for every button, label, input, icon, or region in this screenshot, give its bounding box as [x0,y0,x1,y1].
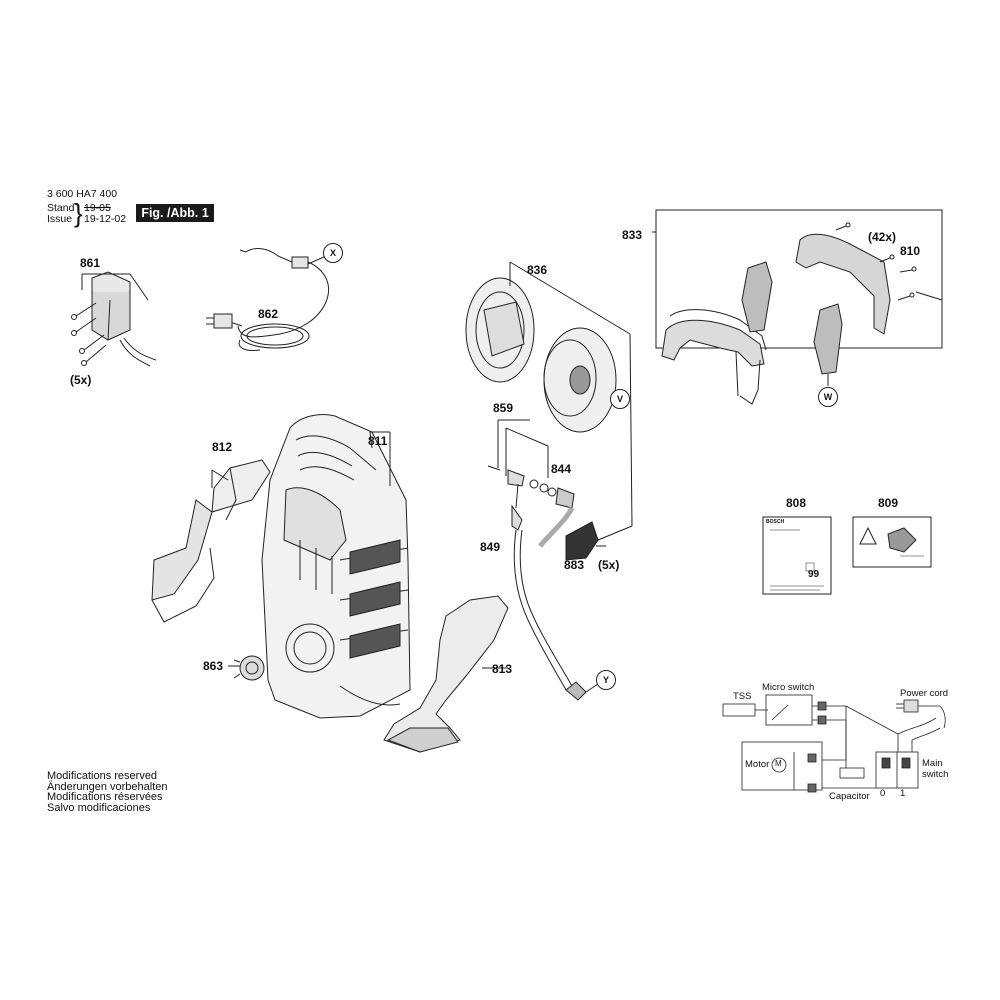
part-number-862: 862 [258,307,279,321]
part-813-drawing [383,595,509,753]
modifications-de: Änderungen vorbehalten [47,780,168,793]
part-number-808: 808 [786,496,807,510]
part-number-813: 813 [492,662,513,676]
callout-v: V [610,389,630,409]
wiring-capacitor-label: Capacitor [829,791,870,802]
part-number-849: 849 [480,540,501,554]
part-number-863: 863 [203,659,224,673]
part-number-810: 810 [900,244,921,258]
part-number-883: 883 [564,558,585,572]
issue-label: Issue [47,213,73,225]
part-number-811: 811 [368,434,388,448]
quantity-810: (42x) [868,230,897,244]
stand-value: 19-05 [84,202,111,214]
part-836-drawing [465,261,633,541]
wiring-power-cord-label: Power cord [900,688,949,699]
document-number: 3 600 HA7 400 [47,188,118,200]
hose-fittings-drawing [487,419,606,701]
motor-symbol: M [775,759,782,768]
part-811-drawing [261,414,411,719]
wiring-diagram-drawing [722,694,946,793]
figure-label: Fig. /Abb. 1 [136,204,214,222]
brace: } [74,198,83,228]
part-number-812: 812 [212,440,233,454]
part-number-861: 861 [80,256,101,270]
part-812-drawing [151,459,271,623]
part-861-drawing [71,271,157,367]
callout-x: X [323,243,343,263]
label-808-mark: 99 [808,569,820,580]
part-808-drawing [762,516,832,595]
modifications-notice: Modifications reserved Änderungen vorbeh… [47,771,167,813]
modifications-en: Modifications reserved [47,770,158,782]
switch-position-0: 0 [880,788,886,799]
wiring-micro-switch-label: Micro switch [762,682,815,693]
wiring-tss-label: TSS [733,691,752,702]
part-863-drawing [228,655,265,681]
callout-w: W [818,387,838,407]
quantity-861: (5x) [70,373,92,387]
wiring-main-switch-label: Main switch [922,758,949,780]
callout-y: Y [596,670,616,690]
part-number-809: 809 [878,496,899,510]
part-number-833: 833 [622,228,643,242]
modifications-fr: Modifications réservées [47,791,163,803]
issue-value: 19-12-02 [84,213,127,225]
quantity-883: (5x) [598,558,620,572]
part-number-836: 836 [527,263,548,277]
wiring-motor-label: Motor [745,759,770,770]
part-number-859: 859 [493,401,514,415]
part-833-drawing [652,209,943,405]
part-862-drawing [206,248,330,351]
label-808-brand: BOSCH [766,519,785,525]
switch-position-1: 1 [900,788,906,799]
part-number-844: 844 [551,462,572,476]
stand-label: Stand [47,202,75,214]
part-809-drawing [852,516,932,568]
modifications-es: Salvo modificaciones [47,801,151,814]
